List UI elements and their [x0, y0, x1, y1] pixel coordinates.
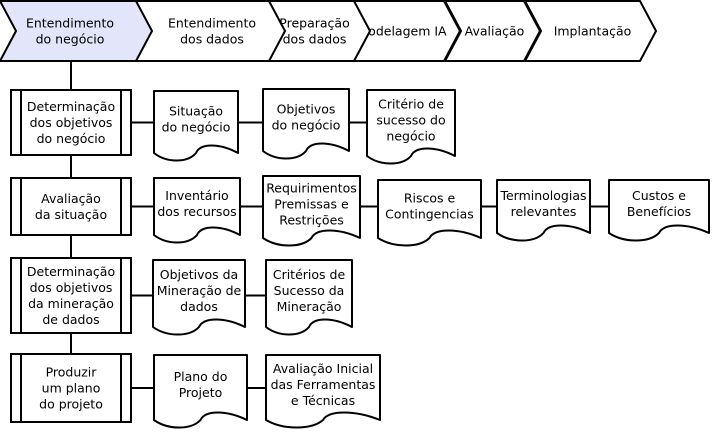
task-box — [10, 177, 132, 236]
output-document-shape — [265, 354, 381, 429]
phase-chevron — [0, 0, 153, 62]
phase-label: Avaliação — [465, 24, 525, 39]
output-document-shape — [153, 177, 241, 244]
output-document-shape — [262, 175, 361, 247]
phase-p4: Modelagem IA — [339, 0, 461, 62]
phase-label: Implantação — [554, 24, 632, 39]
output-document-shape — [496, 179, 591, 242]
phase-bar: Implantação Avaliação Modelagem IA Preparaç… — [0, 0, 657, 62]
output-document-shape — [153, 354, 248, 429]
output-document-shape — [265, 259, 353, 336]
task-box — [10, 89, 132, 156]
output-document-shape — [153, 90, 239, 162]
output-document-shape — [377, 179, 482, 247]
output-document-shape — [262, 88, 350, 160]
output-document-shape — [366, 89, 456, 165]
output-document-shape — [608, 179, 710, 242]
output-document-shape — [152, 259, 246, 336]
task-box — [10, 353, 132, 423]
phase-label: Modelagem IA — [357, 24, 447, 39]
task-box — [10, 257, 132, 334]
phase-p6: Implantação — [524, 0, 657, 62]
